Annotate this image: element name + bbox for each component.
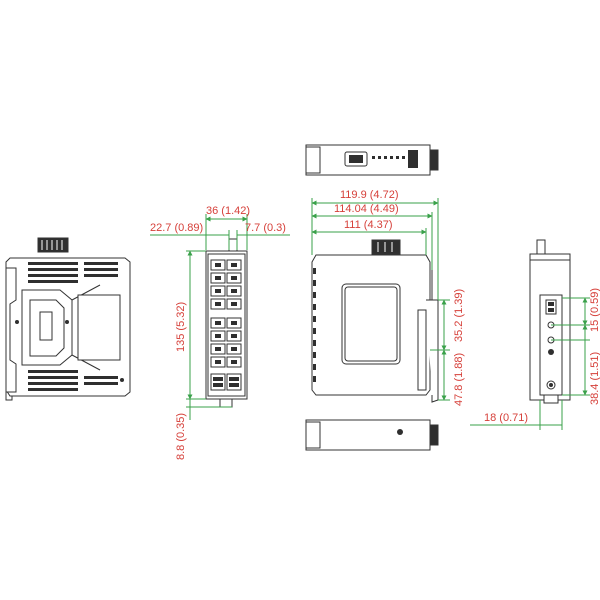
top-fins	[28, 262, 118, 283]
dim-back-lower: 38.4 (1.51)	[589, 352, 600, 405]
bottom-body	[305, 419, 431, 451]
bottom-fins	[28, 370, 118, 391]
dim-side-rail-upper: 35.2 (1.39)	[453, 289, 465, 342]
dim-side-rail-lower: 47.8 (1.88)	[453, 353, 465, 406]
dim-side-depth-body: 111 (4.37)	[344, 219, 393, 231]
dim-front-height: 135 (5.32)	[175, 302, 187, 352]
dim-back-upper: 15 (0.59)	[589, 288, 600, 332]
top-terminal-block	[37, 237, 69, 253]
dim-side-depth-total: 119.9 (4.72)	[340, 189, 399, 201]
dim-front-left-offset: 22.7 (0.89)	[150, 222, 203, 234]
dimension-lines	[150, 198, 590, 430]
top-view	[305, 144, 439, 176]
front-view	[205, 238, 248, 408]
side-vents	[313, 268, 316, 382]
left-profile-view	[5, 237, 131, 401]
label-plate	[341, 283, 401, 365]
dim-back-width: 18 (0.71)	[484, 412, 528, 424]
side-view	[311, 239, 439, 403]
back-view	[529, 239, 571, 404]
top-terminal-pins	[372, 150, 418, 168]
dim-front-bottom-clip: 8.8 (0.35)	[175, 413, 187, 460]
dimension-labels: 36 (1.42) 22.7 (0.89) 7.7 (0.3) 135 (5.3…	[150, 189, 600, 460]
dim-side-depth-mid: 114.04 (4.49)	[334, 203, 399, 215]
dim-front-right-offset: 7.7 (0.3)	[245, 222, 286, 234]
bottom-view	[305, 419, 439, 451]
dim-front-width-total: 36 (1.42)	[206, 205, 250, 217]
